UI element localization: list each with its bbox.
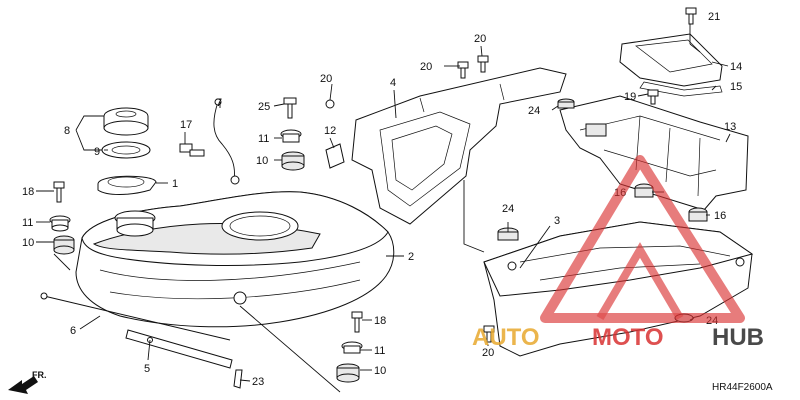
callout-24-b: 24 <box>528 105 540 117</box>
callout-3: 3 <box>554 215 560 227</box>
callout-25: 25 <box>258 101 270 113</box>
cover-4 <box>325 67 567 225</box>
watermark-text-moto: MOTO <box>592 324 664 351</box>
clip-23 <box>233 369 243 389</box>
callout-23: 23 <box>252 376 264 388</box>
watermark-text-auto: AUTO <box>472 324 540 351</box>
bolt-20-lower <box>483 325 495 343</box>
bolt-19 <box>647 89 659 105</box>
callout-20-b: 20 <box>474 33 486 45</box>
callout-10-left: 10 <box>22 237 34 249</box>
callout-1: 1 <box>172 178 178 190</box>
callout-2: 2 <box>408 251 414 263</box>
rubber-16-a <box>634 183 654 198</box>
bolt-18-right <box>351 311 363 333</box>
callout-11-right: 11 <box>374 345 385 357</box>
callout-21: 21 <box>708 11 720 23</box>
rubber-16-b <box>688 207 708 222</box>
callout-5: 5 <box>144 363 150 375</box>
callout-16-b: 16 <box>714 210 726 222</box>
rubber-10-right <box>336 363 360 383</box>
bolt-18-left <box>53 181 65 203</box>
diagram-code: HR44F2600A <box>712 382 773 393</box>
leader-lines <box>36 24 731 393</box>
washer-11-top <box>280 129 302 143</box>
callout-11-top: 11 <box>258 133 269 145</box>
callout-19: 19 <box>624 91 636 103</box>
callout-9: 9 <box>94 146 100 158</box>
callout-11-left: 11 <box>22 217 33 229</box>
fuel-cap <box>103 107 149 136</box>
filler-ring <box>97 175 157 195</box>
callout-20-d: 20 <box>482 347 494 359</box>
callout-20-c: 20 <box>320 73 332 85</box>
callout-7: 7 <box>216 97 222 109</box>
watermark-triangle-icon <box>540 155 745 323</box>
band-5 <box>125 329 233 369</box>
callout-24-a: 24 <box>502 203 514 215</box>
bolt-25 <box>283 97 297 119</box>
fitting-17 <box>179 143 205 157</box>
bolt-20-b <box>477 55 489 73</box>
fuel-tank <box>75 191 395 328</box>
washer-11-left <box>49 215 71 232</box>
callout-18-left: 18 <box>22 186 34 198</box>
watermark-text-hub: HUB <box>712 324 764 351</box>
callout-12: 12 <box>324 125 336 137</box>
bolt-21 <box>685 7 697 25</box>
cap-gasket <box>101 141 151 159</box>
rod-6 <box>40 292 231 341</box>
callout-6: 6 <box>70 325 76 337</box>
rubber-10-top <box>281 151 305 171</box>
gasket-15 <box>639 81 723 97</box>
callout-10-right: 10 <box>374 365 386 377</box>
clip-12 <box>325 143 345 169</box>
lid-14 <box>619 33 723 87</box>
front-direction-arrow: FR. <box>8 370 47 394</box>
callout-10-top: 10 <box>256 155 268 167</box>
rubber-10-left <box>53 235 75 255</box>
box-13 <box>559 95 749 211</box>
callout-14: 14 <box>730 61 742 73</box>
callout-18-right: 18 <box>374 315 386 327</box>
callout-20-a: 20 <box>420 61 432 73</box>
callout-13: 13 <box>724 121 736 133</box>
rubber-24-b <box>557 98 575 109</box>
callout-8: 8 <box>64 125 70 137</box>
washer-11-right <box>341 341 363 354</box>
callout-15: 15 <box>730 81 742 93</box>
callout-17: 17 <box>180 119 192 131</box>
callout-4: 4 <box>390 77 396 89</box>
watermark: AUTO MOTO HUB <box>472 155 764 351</box>
breather-hose <box>213 98 240 185</box>
direction-label: FR. <box>32 370 47 380</box>
bolt-20-a <box>457 61 469 79</box>
